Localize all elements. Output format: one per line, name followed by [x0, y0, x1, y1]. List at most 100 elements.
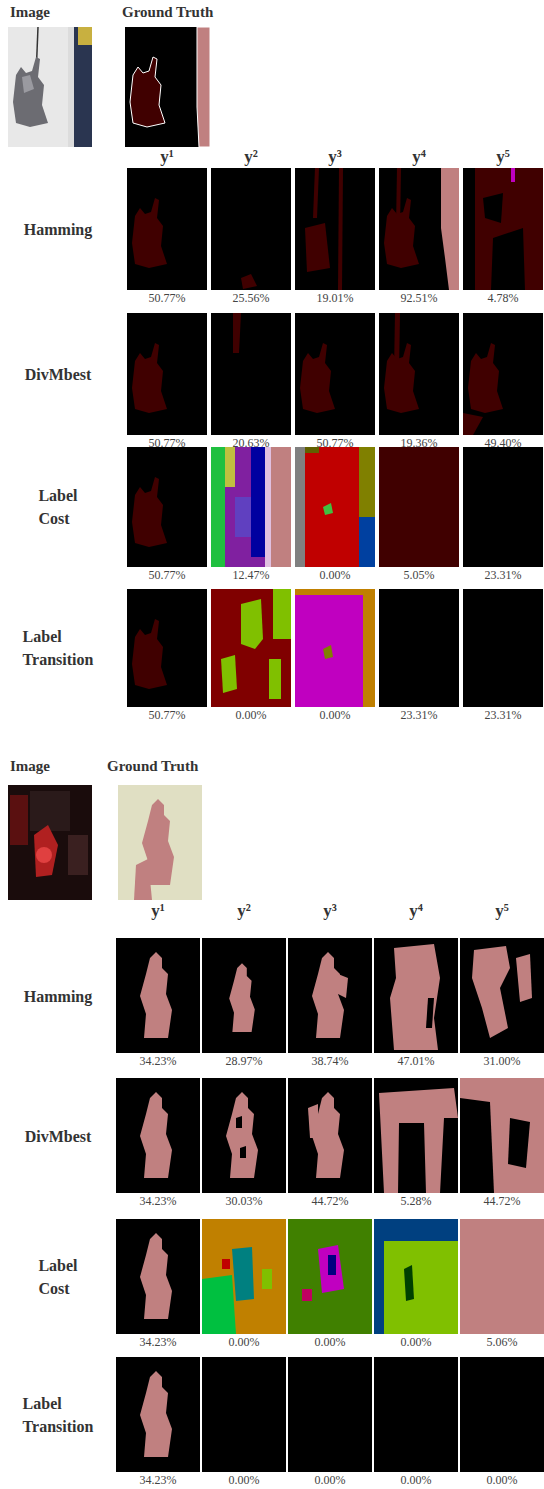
mask — [211, 313, 291, 435]
mask — [460, 1219, 544, 1334]
row-label: Label Transition — [23, 625, 94, 671]
mask — [460, 1357, 544, 1472]
mask — [379, 168, 459, 290]
score-value: 50.77% — [317, 436, 354, 451]
score-value: 12.47% — [233, 568, 270, 583]
row-label: Hamming — [24, 984, 92, 1007]
row-label: Label Cost — [38, 1254, 77, 1300]
column-heading: y¹ — [160, 147, 174, 167]
mask — [288, 1357, 372, 1472]
score-value: 5.28% — [401, 1194, 432, 1209]
column-heading: y³ — [323, 901, 337, 921]
mask — [211, 447, 291, 567]
panel-heading: Image — [10, 758, 50, 775]
score-value: 0.00% — [229, 1335, 260, 1350]
score-value: 50.77% — [149, 436, 186, 451]
score-value: 34.23% — [140, 1054, 177, 1069]
mask — [460, 938, 544, 1053]
mask — [127, 589, 207, 707]
mask — [288, 1219, 372, 1334]
mask — [463, 589, 543, 707]
score-value: 50.77% — [149, 291, 186, 306]
score-value: 50.77% — [149, 708, 186, 723]
mask — [116, 1078, 200, 1193]
score-value: 5.06% — [487, 1335, 518, 1350]
score-value: 44.72% — [312, 1194, 349, 1209]
column-heading: y⁵ — [495, 901, 509, 921]
mask — [295, 589, 375, 707]
mask — [202, 1219, 286, 1334]
score-value: 34.23% — [140, 1473, 177, 1488]
score-value: 0.00% — [487, 1473, 518, 1488]
row-label: DivMbest — [25, 1124, 92, 1147]
mask — [463, 313, 543, 435]
score-value: 0.00% — [320, 568, 351, 583]
score-value: 0.00% — [236, 708, 267, 723]
mask — [288, 1078, 372, 1193]
score-value: 34.23% — [140, 1194, 177, 1209]
score-value: 0.00% — [315, 1473, 346, 1488]
mask — [463, 447, 543, 567]
score-value: 47.01% — [398, 1054, 435, 1069]
ground-truth-mask — [125, 27, 210, 147]
column-heading: y⁴ — [409, 901, 423, 921]
column-heading: y² — [244, 147, 258, 167]
mask — [374, 1219, 458, 1334]
row-label: DivMbest — [25, 363, 92, 386]
score-value: 50.77% — [149, 568, 186, 583]
column-heading: y¹ — [151, 901, 165, 921]
score-value: 44.72% — [484, 1194, 521, 1209]
mask — [211, 168, 291, 290]
mask — [460, 1078, 544, 1193]
column-heading: y⁵ — [496, 147, 510, 167]
mask — [379, 589, 459, 707]
mask — [374, 938, 458, 1053]
score-value: 0.00% — [320, 708, 351, 723]
score-value: 38.74% — [312, 1054, 349, 1069]
score-value: 5.05% — [404, 568, 435, 583]
score-value: 20.63% — [233, 436, 270, 451]
mask — [127, 313, 207, 435]
mask — [127, 168, 207, 290]
mask — [379, 447, 459, 567]
mask — [202, 1078, 286, 1193]
score-value: 19.01% — [317, 291, 354, 306]
mask — [295, 168, 375, 290]
mask — [295, 447, 375, 567]
mask — [211, 589, 291, 707]
ground-truth-mask — [118, 785, 202, 900]
mask — [127, 447, 207, 567]
score-value: 4.78% — [488, 291, 519, 306]
mask — [374, 1078, 458, 1193]
score-value: 31.00% — [484, 1054, 521, 1069]
row-label: Hamming — [24, 218, 92, 241]
score-value: 23.31% — [485, 568, 522, 583]
score-value: 49.40% — [485, 436, 522, 451]
score-value: 23.31% — [401, 708, 438, 723]
score-value: 0.00% — [401, 1473, 432, 1488]
column-heading: y³ — [328, 147, 342, 167]
column-heading: y² — [237, 901, 251, 921]
score-value: 92.51% — [401, 291, 438, 306]
mask — [202, 1357, 286, 1472]
score-value: 19.36% — [401, 436, 438, 451]
mask — [374, 1357, 458, 1472]
row-label: Label Transition — [23, 1392, 94, 1438]
mask — [463, 168, 543, 290]
mask — [202, 938, 286, 1053]
score-value: 0.00% — [229, 1473, 260, 1488]
mask — [295, 313, 375, 435]
panel-heading: Ground Truth — [107, 758, 198, 775]
score-value: 34.23% — [140, 1335, 177, 1350]
column-heading: y⁴ — [412, 147, 426, 167]
panel-heading: Image — [10, 4, 50, 21]
mask — [116, 938, 200, 1053]
score-value: 0.00% — [401, 1335, 432, 1350]
score-value: 28.97% — [226, 1054, 263, 1069]
mask — [116, 1219, 200, 1334]
input-photo — [8, 785, 92, 900]
input-photo — [8, 27, 92, 147]
score-value: 0.00% — [315, 1335, 346, 1350]
panel-heading: Ground Truth — [122, 4, 213, 21]
score-value: 25.56% — [233, 291, 270, 306]
